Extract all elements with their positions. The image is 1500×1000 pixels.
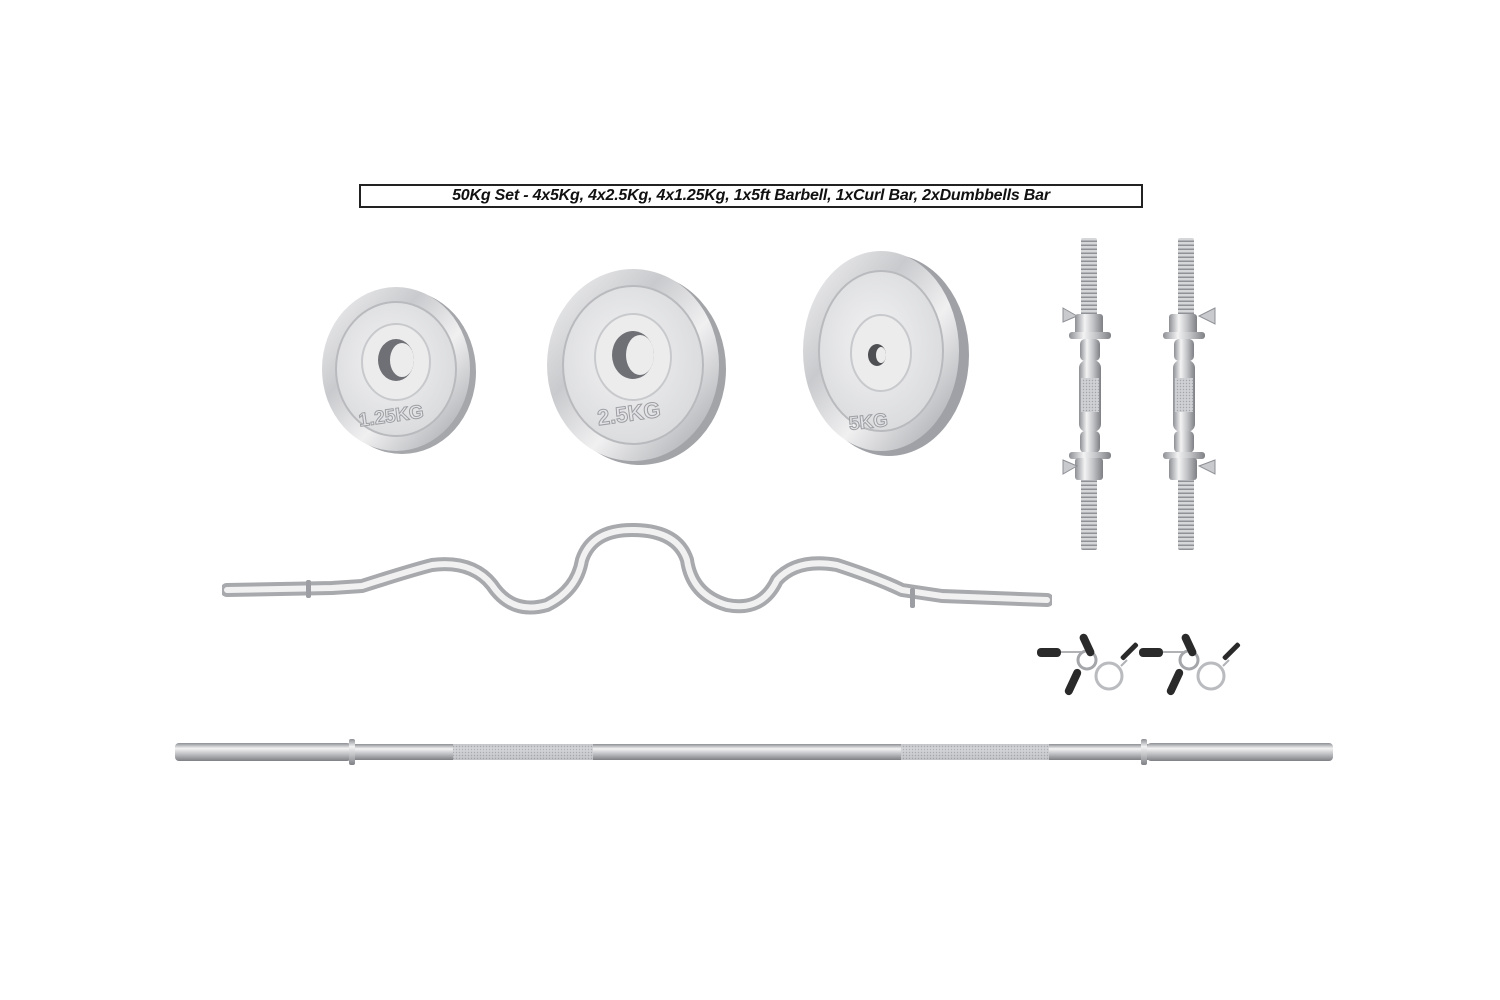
product-caption: 50Kg Set - 4x5Kg, 4x2.5Kg, 4x1.25Kg, 1x5… bbox=[359, 184, 1143, 208]
plate-2-5kg: 2.5KG bbox=[540, 263, 730, 473]
plate-1-25kg: 1.25KG bbox=[312, 280, 482, 460]
dumbbell-bar bbox=[1155, 238, 1230, 553]
plate-5kg: 5KG bbox=[797, 245, 977, 460]
plate-label: 2.5KG bbox=[596, 397, 662, 431]
plate-label: 5KG bbox=[848, 410, 889, 435]
spring-collar bbox=[1137, 630, 1247, 700]
curl-bar bbox=[222, 520, 1052, 615]
barbell-5ft bbox=[173, 736, 1335, 768]
spring-collar bbox=[1035, 630, 1145, 700]
dumbbell-bar bbox=[1055, 238, 1130, 553]
caption-text: 50Kg Set - 4x5Kg, 4x2.5Kg, 4x1.25Kg, 1x5… bbox=[452, 187, 1050, 204]
